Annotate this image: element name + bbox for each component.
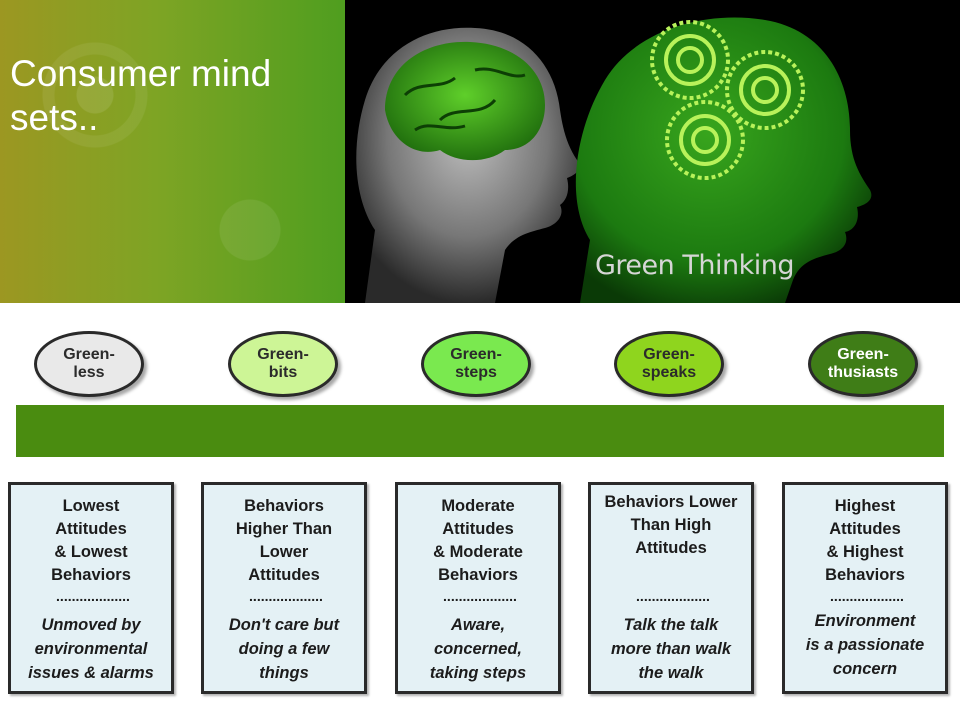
box-description: Unmoved by environmental issues & alarms bbox=[28, 616, 154, 682]
box-description: Don't care but doing a few things bbox=[228, 616, 340, 682]
box-description: Aware, concerned, taking steps bbox=[429, 616, 527, 682]
box-heading: Behaviors Lower Than High Attitudes bbox=[604, 493, 738, 557]
spectrum-band bbox=[16, 405, 944, 457]
box-green-speaks: Behaviors Lower Than High Attitudes ....… bbox=[588, 482, 754, 694]
oval-green-thusiasts: Green- thusiasts bbox=[808, 331, 918, 397]
box-green-thusiasts: Highest Attitudes & Highest Behaviors ..… bbox=[782, 482, 948, 694]
dotted-separator: ................... bbox=[443, 589, 517, 603]
head-illustration-icon bbox=[356, 17, 872, 303]
oval-green-speaks: Green- speaks bbox=[614, 331, 724, 397]
dotted-separator: ................... bbox=[56, 589, 130, 603]
oval-label: Green- thusiasts bbox=[827, 346, 899, 381]
green-thinking-image: Green Thinking bbox=[345, 0, 960, 303]
box-heading: Lowest Attitudes & Lowest Behaviors bbox=[51, 497, 131, 584]
box-heading: Highest Attitudes & Highest Behaviors bbox=[825, 497, 905, 584]
image-caption: Green Thinking bbox=[595, 250, 794, 281]
box-green-bits: Behaviors Higher Than Lower Attitudes ..… bbox=[201, 482, 367, 694]
box-green-steps: Moderate Attitudes & Moderate Behaviors … bbox=[395, 482, 561, 694]
slide-title: Consumer mind sets.. bbox=[10, 53, 272, 138]
oval-label: Green- steps bbox=[450, 346, 502, 381]
dotted-separator: ................... bbox=[249, 589, 323, 603]
title-panel: Consumer mind sets.. bbox=[0, 0, 345, 303]
oval-green-steps: Green- steps bbox=[421, 331, 531, 397]
dotted-separator: ................... bbox=[830, 589, 904, 603]
oval-green-bits: Green- bits bbox=[228, 331, 338, 397]
box-green-less: Lowest Attitudes & Lowest Behaviors ....… bbox=[8, 482, 174, 694]
box-heading: Moderate Attitudes & Moderate Behaviors bbox=[433, 497, 523, 584]
oval-green-less: Green- less bbox=[34, 331, 144, 397]
box-description: Environment is a passionate concern bbox=[805, 612, 925, 678]
box-description: Talk the talk more than walk the walk bbox=[610, 616, 732, 682]
box-heading: Behaviors Higher Than Lower Attitudes bbox=[235, 497, 333, 584]
oval-label: Green- speaks bbox=[641, 346, 697, 381]
oval-label: Green- bits bbox=[257, 346, 309, 381]
oval-label: Green- less bbox=[63, 346, 115, 381]
dotted-separator: ................... bbox=[636, 589, 710, 603]
